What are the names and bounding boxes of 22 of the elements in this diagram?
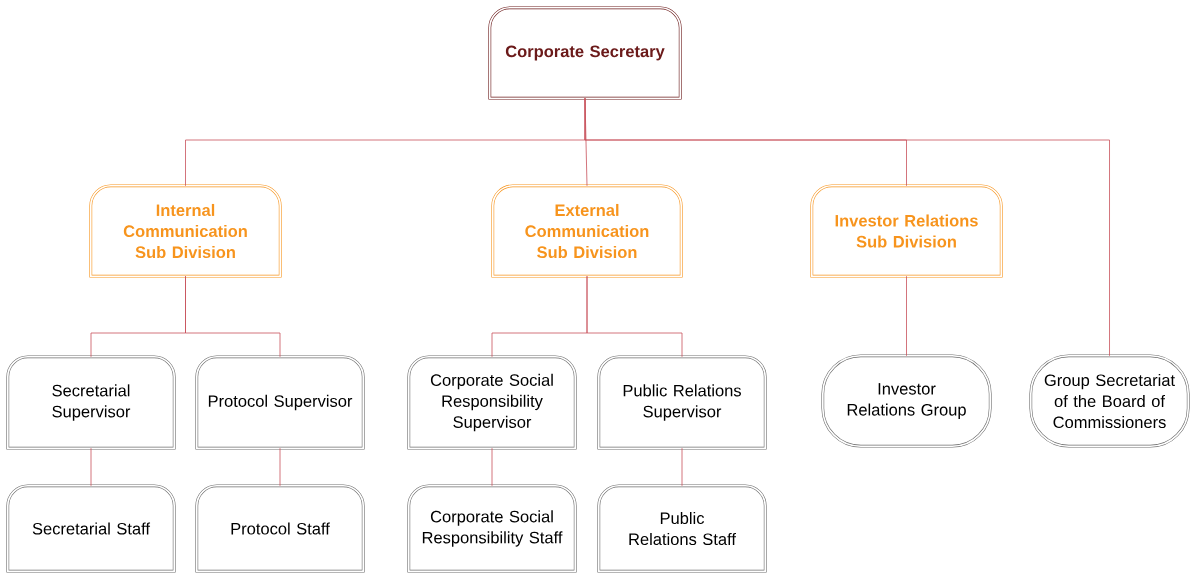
connector-line [584,97,1110,357]
group-box: Investor Relations Group [821,354,992,448]
division-box: External Communication Sub Division [491,184,683,278]
connector-line [90,447,92,487]
position-box: Protocol Supervisor [195,355,365,450]
position-box: Corporate Social Responsibility Staff [407,484,577,573]
position-box: Secretarial Supervisor [6,355,176,450]
position-box: Secretarial Staff [6,484,176,573]
connector-line [491,447,493,487]
title-box: Corporate Secretary [488,6,682,100]
division-box: Internal Communication Sub Division [89,184,282,278]
connector-line [279,447,281,487]
position-box: Public Relations Staff [597,484,767,573]
connector-line [185,275,281,358]
connector-line [586,275,683,358]
group-box: Group Secretariat of the Board of Commissioners [1029,354,1190,448]
connector-line [681,447,683,487]
division-box: Investor Relations Sub Division [810,184,1003,278]
connector-line [906,275,907,357]
position-box: Protocol Staff [195,484,365,573]
position-box: Corporate Social Responsibility Supervisor [407,355,577,450]
position-box: Public Relations Supervisor [597,355,767,450]
